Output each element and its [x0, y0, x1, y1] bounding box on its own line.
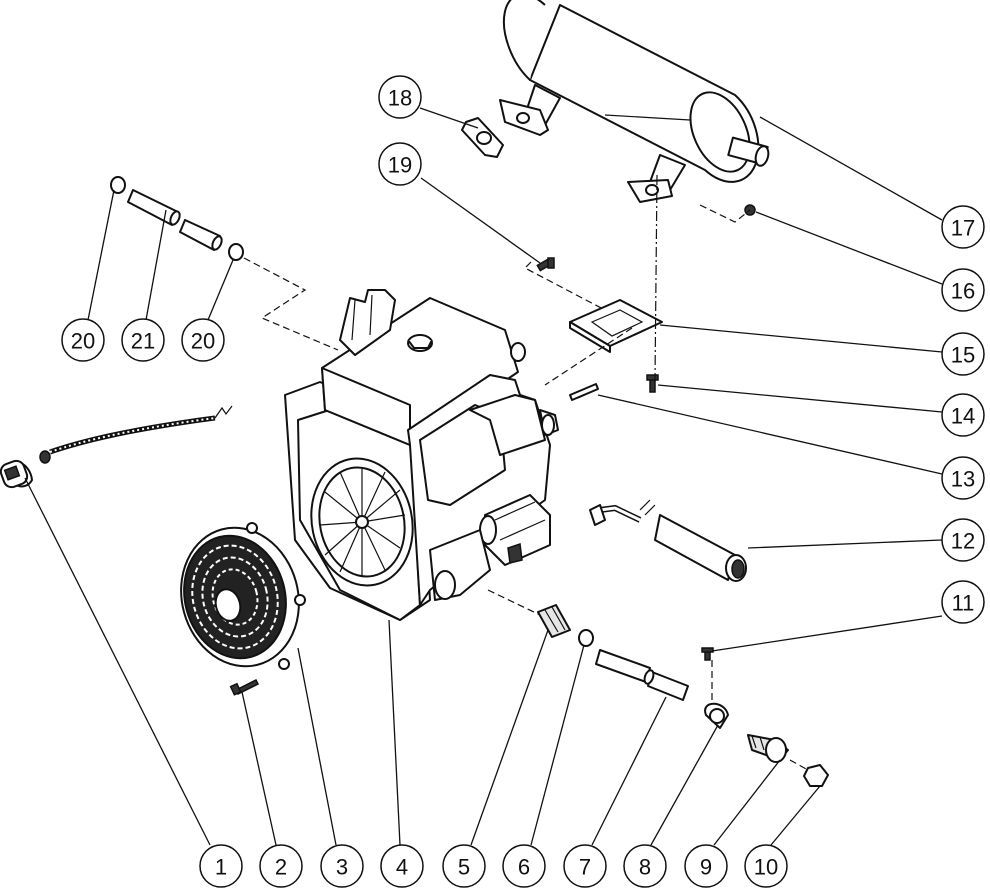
callout-16: 16	[941, 268, 985, 312]
callout-8: 8	[623, 844, 667, 888]
svg-text:2: 2	[275, 855, 287, 880]
svg-text:8: 8	[639, 855, 651, 880]
svg-text:6: 6	[518, 855, 530, 880]
drain-plug	[803, 764, 829, 787]
svg-text:19: 19	[388, 153, 412, 178]
svg-text:9: 9	[700, 855, 712, 880]
svg-text:13: 13	[951, 467, 975, 492]
screw	[646, 374, 659, 393]
dipstick	[0, 405, 233, 489]
callout-19: 19	[378, 142, 422, 186]
svg-text:20: 20	[71, 329, 95, 354]
svg-text:4: 4	[396, 855, 408, 880]
fan-blades	[319, 468, 406, 577]
callout-9: 9	[684, 844, 728, 888]
callout-6: 6	[502, 844, 546, 888]
hose-clip	[701, 647, 729, 729]
svg-text:20: 20	[191, 329, 215, 354]
svg-text:18: 18	[388, 86, 412, 111]
callout-5: 5	[442, 844, 486, 888]
drain-valve	[747, 734, 789, 763]
sensor-with-lead	[589, 499, 747, 582]
callout-11: 11	[941, 580, 985, 624]
assembly-lines	[243, 174, 809, 771]
pin	[569, 383, 599, 401]
callout-18: 18	[378, 75, 422, 119]
callout-17: 17	[941, 205, 985, 249]
callout-1: 1	[199, 844, 243, 888]
drain-hose	[595, 649, 689, 701]
svg-text:17: 17	[951, 216, 975, 241]
fan-guard	[180, 522, 306, 670]
guard-screw	[229, 678, 260, 696]
callout-20-right: 20	[181, 318, 225, 362]
callout-12: 12	[941, 518, 985, 562]
svg-text:3: 3	[336, 855, 348, 880]
muffler	[499, 0, 770, 203]
leader-lines	[24, 107, 943, 846]
clamp	[578, 629, 594, 647]
bracket-bolt	[536, 257, 555, 272]
engine	[284, 289, 559, 621]
svg-text:5: 5	[458, 855, 470, 880]
svg-text:16: 16	[951, 279, 975, 304]
svg-text:15: 15	[951, 343, 975, 368]
callout-4: 4	[380, 844, 424, 888]
callout-14: 14	[941, 393, 985, 437]
svg-text:1: 1	[215, 855, 227, 880]
callout-7: 7	[563, 844, 607, 888]
svg-text:21: 21	[131, 329, 155, 354]
svg-text:12: 12	[951, 529, 975, 554]
callout-21: 21	[121, 318, 165, 362]
callout-10: 10	[744, 844, 788, 888]
svg-text:14: 14	[951, 404, 975, 429]
svg-text:11: 11	[952, 591, 975, 616]
callout-3: 3	[320, 844, 364, 888]
svg-text:7: 7	[579, 855, 591, 880]
tube-clamps-and-hose	[110, 176, 244, 261]
callout-13: 13	[941, 456, 985, 500]
hose-fitting	[537, 604, 571, 638]
callout-20-left: 20	[61, 318, 105, 362]
svg-text:10: 10	[754, 855, 778, 880]
callout-15: 15	[941, 332, 985, 376]
callout-2: 2	[259, 844, 303, 888]
muffler-bracket	[569, 299, 663, 353]
exhaust-gasket	[461, 117, 504, 158]
callouts: 1 2 3 4 5 6 7 8 9 10 11 12 13 14 15 16 1…	[61, 75, 985, 888]
